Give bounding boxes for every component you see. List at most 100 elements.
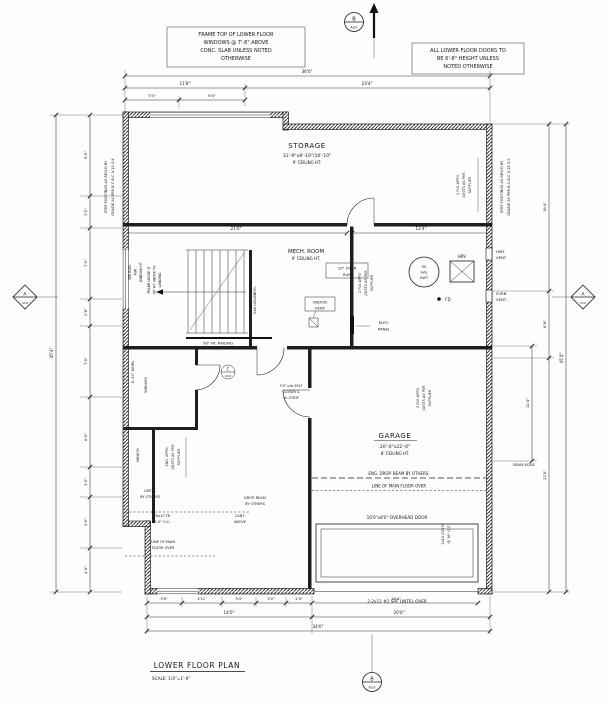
see-elev-note: FOR <box>134 268 138 275</box>
cantilever-label: CANT. <box>235 514 245 518</box>
stair-direction-arrow-icon <box>156 289 163 295</box>
dim-label: 3'0" <box>267 597 275 601</box>
title-block: LOWER FLOOR PLAN SCALE: 1/4"=1'-0" <box>150 661 245 681</box>
garage-door-arc <box>282 389 311 418</box>
furnace-vent-label: VENT <box>496 297 507 302</box>
marker-letter: A <box>581 292 585 298</box>
frame-ledge-note: 36" HT. ABOVE TO <box>153 265 157 294</box>
window-height-note: FRAME TOP OF LOWER FLOOR WINDOWS @ 7'-8"… <box>166 26 306 68</box>
frame-ledge-note: LANDING <box>158 272 162 287</box>
dim-label: 7'0" <box>83 357 88 365</box>
electrical-panel-label: PANEL <box>378 327 391 332</box>
section-marker-right: A A3.0 <box>552 284 596 310</box>
room-size: 31'-9"x8'-10"/10'-10" <box>283 153 332 159</box>
dim-label: 21'0" <box>230 226 241 231</box>
dim-label: 5'4" <box>148 93 156 98</box>
joist-note: 2x10 JOISTS <box>441 523 445 545</box>
lintel-by-others-label: BY OTHERS <box>140 495 161 499</box>
dim-label: 34'0" <box>312 624 323 629</box>
room-name: GARAGE <box>379 432 412 440</box>
dim-label: 6'0" <box>83 433 88 441</box>
dim-label: 3'6" <box>160 597 168 601</box>
stairs <box>156 249 272 339</box>
hwt-vent-symbol <box>485 247 493 261</box>
loadbearing-label: 2x6 LOADBRG. <box>252 286 257 314</box>
left-dimensions: 8'0" 3'2" 7'0" 2'8" 7'0" 6'0" 3'0" 5'0" … <box>49 114 122 593</box>
joist-note: JOISTS AS PER <box>171 444 175 471</box>
marker-sheet: A3.0 <box>368 686 375 690</box>
marker-letter: B <box>352 17 356 23</box>
joist-note: ENG. APPD <box>165 447 169 466</box>
detail-tag: C A3.0 <box>220 364 236 380</box>
door-closer-note: 3'0" c/w SELF <box>280 384 303 388</box>
marker-sheet: A3.0 <box>22 301 29 305</box>
electrical-panel-symbol <box>350 316 354 334</box>
hall-door-arc <box>256 347 285 376</box>
dim-label: 36'0" <box>301 69 312 74</box>
electrical-panel-label: ELEC. <box>379 320 390 325</box>
note-line: CONC. SLAB UNLESS NOTED <box>200 48 272 54</box>
dim-label: 8'0" <box>83 151 88 159</box>
dim-label: 3'11" <box>197 597 207 601</box>
north-cut-arrow-head-icon <box>369 3 379 13</box>
drawing-title: LOWER FLOOR PLAN <box>154 661 240 670</box>
hwt-vent-label: HWT <box>496 249 506 254</box>
section-marker-left: A A3.0 <box>12 284 58 310</box>
whirlpool-label: 6'-10" WHRL <box>131 361 135 384</box>
door-closer-note: CLOSER & <box>282 390 300 394</box>
marker-letter: B <box>370 677 374 683</box>
bottom-wall-window <box>158 588 198 595</box>
dim-label: 5'0" <box>83 518 88 526</box>
dim-label: 45'4" <box>559 352 564 363</box>
shelves-label: SHELVES <box>144 376 148 393</box>
marker-diamond <box>570 284 596 310</box>
top-dimensions: 36'0" 11'8" 23'4" 5'4" 6'4" <box>124 69 491 122</box>
dim-label: 11'8" <box>179 81 190 86</box>
room-name: STORAGE <box>288 142 326 150</box>
line-main-floor-left-label: LINE OF MAIN <box>151 540 175 544</box>
dim-label: 22'0" <box>542 470 547 480</box>
garage-annotations: ENG. DROP. BEAM BY OTHERS. LINE OF MAIN … <box>280 384 486 604</box>
interior-walls <box>123 223 492 589</box>
tag-sheet: A3.0 <box>225 374 232 378</box>
note-line: ALL LOWER FLOOR DOORS TO <box>430 48 506 54</box>
overhead-door-panel <box>315 523 479 583</box>
exterior-walls <box>122 111 493 595</box>
closet-door-arc <box>194 364 221 391</box>
hrv-label: HRV <box>458 254 467 259</box>
overhead-door-panel-inner <box>320 528 474 578</box>
drop-beam-label: DROP. BEAM <box>244 496 266 500</box>
marker-sheet: A3.0 <box>350 26 357 30</box>
joist-note: @ 16" O.C. <box>447 524 451 543</box>
section-marker-bottom: B A3.0 <box>362 634 382 692</box>
marker-sheet: A3.0 <box>580 301 587 305</box>
tr-note: 9'-0" O.C. <box>154 520 171 524</box>
joist-note: JOISTS AS PER <box>364 270 368 297</box>
note-box <box>166 26 306 68</box>
note-line: FRAME TOP OF LOWER FLOOR <box>198 32 274 38</box>
note-line: NOTED OTHERWISE <box>443 64 492 70</box>
dim-label: 6'8" <box>542 320 547 328</box>
tag-letter: C <box>227 367 230 372</box>
mech-room-label: MECH. ROOM 9' CEILING HT. 10" STAIR RUN <box>288 249 369 279</box>
joist-note: JOISTS AS PER <box>462 172 466 199</box>
stair-run-note: RUN <box>343 272 351 277</box>
room-ceiling: 8' CEILING HT. <box>381 451 409 456</box>
mid-dimensions: 21'0" 12'4" <box>125 226 490 234</box>
note-line: OTHERWISE <box>221 56 251 62</box>
cantilever-label: ABOVE <box>234 520 246 524</box>
joist-note: SUPPLIER <box>370 274 374 291</box>
see-elev-note: WINDOW HT. <box>139 262 143 283</box>
joist-note: 2 PLY. APPD <box>358 273 362 293</box>
dim-label: 11'4" <box>525 398 530 408</box>
dim-label: 16'4" <box>391 596 401 601</box>
bench-label: BENCH <box>135 448 140 461</box>
joist-note: 2 PLY. APPD <box>456 175 460 195</box>
floor-drain-symbol <box>437 297 441 301</box>
bottom-dimensions: 3'6" 3'11" 3'4" 3'0" 2'4" 16'4" 14'0" 20… <box>146 596 491 634</box>
note-box <box>411 42 525 75</box>
dim-label: 2'8" <box>83 308 88 316</box>
radon-vent-label: VENT <box>315 306 326 311</box>
